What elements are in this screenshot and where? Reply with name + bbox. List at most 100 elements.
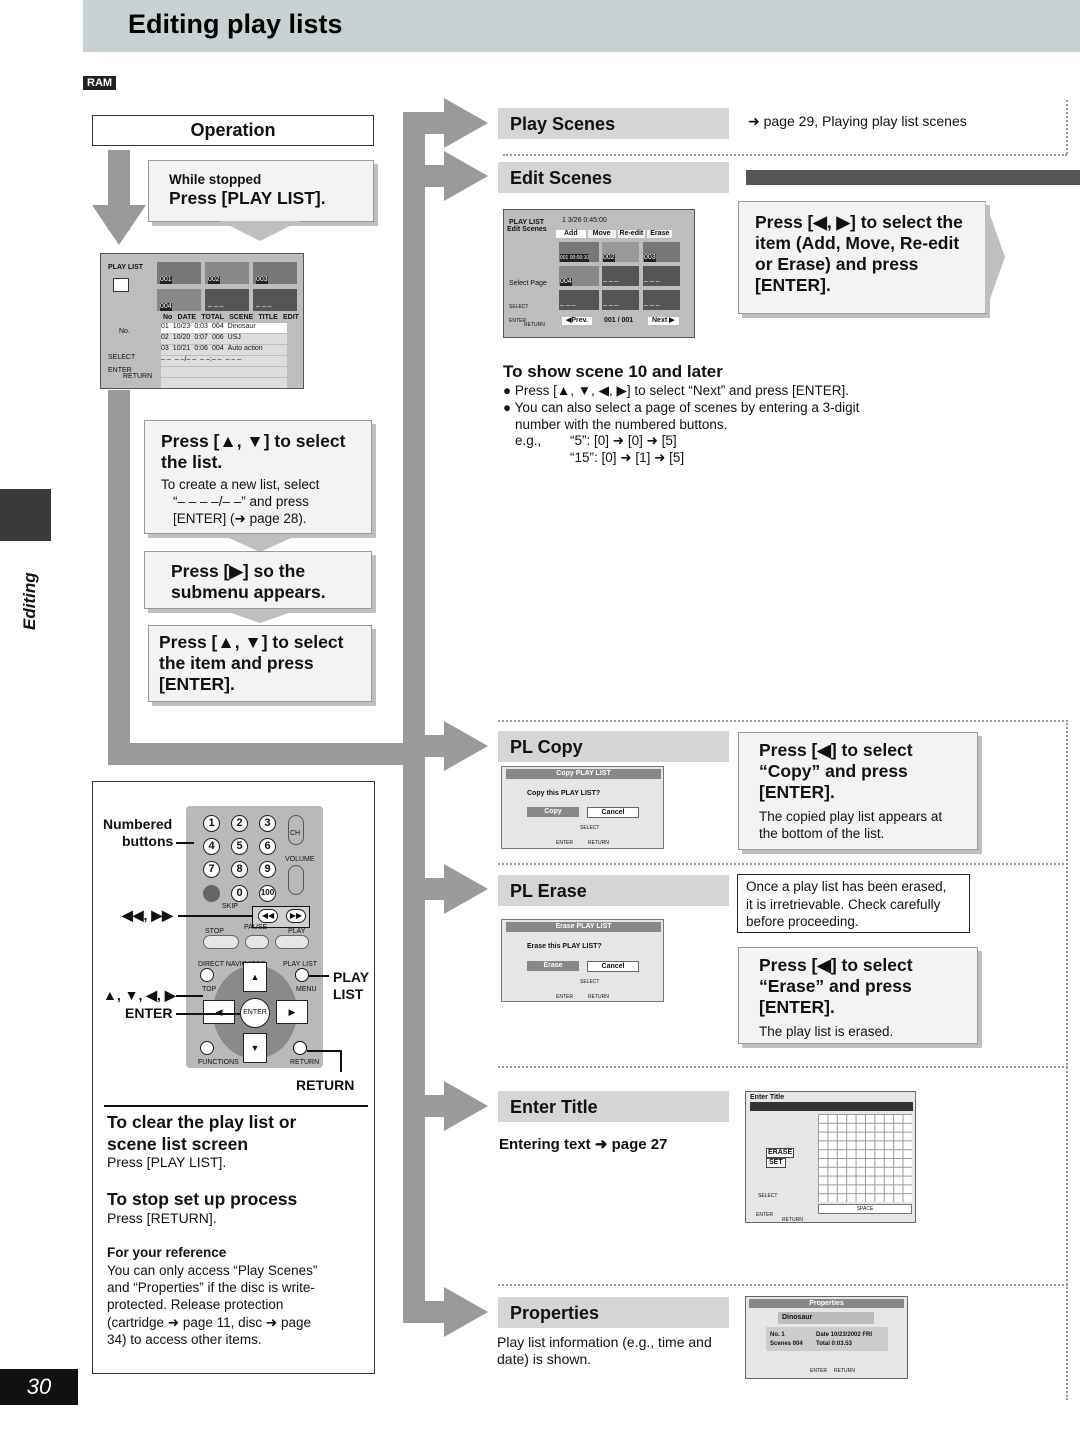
divider [104,1105,368,1107]
key-8[interactable]: 8 [231,861,248,878]
label-play: PLAY [333,969,370,985]
sep-3 [498,863,1068,865]
set-key[interactable]: SET [766,1158,786,1168]
pl-erase-note: The play list is erased. [759,1024,894,1039]
step-2-pointer [220,534,300,552]
key-5[interactable]: 5 [231,838,248,855]
arrow-edit-scenes [444,151,488,201]
return-button[interactable] [293,1041,307,1055]
show10-b2: ● You can also select a page of scenes b… [503,400,860,415]
key-1[interactable]: 1 [203,815,220,832]
sep-4 [498,1066,1068,1068]
key-6[interactable]: 6 [259,838,276,855]
header-bar [83,0,1080,52]
edit-thumb-8[interactable]: – – – [602,290,639,310]
right-arrow-button[interactable]: ▶ [276,1000,308,1024]
section-label: Editing [20,572,39,630]
volume-rocker[interactable] [288,865,304,895]
edit-thumb-9[interactable]: – – – [643,290,680,310]
flow-pipe-main [403,118,425,1318]
erase-cancel-button[interactable]: Cancel [587,961,639,972]
playlist-screen-title: PLAY LIST [108,264,144,271]
direct-navigator-label: DIRECT NAVIGATOR [198,961,266,968]
pause-button[interactable] [245,935,269,949]
properties-enter-label: ENTER [810,1368,827,1374]
edit-thumb-6[interactable]: – – – [643,266,680,286]
pl-erase-instruction: Press [◀] to select “Erase” and press [E… [738,947,978,1044]
edit-thumb-7[interactable]: – – – [559,290,599,310]
skip-forward-button[interactable]: ▶▶ [286,909,306,923]
pl-erase-label: PL Erase [498,875,729,906]
properties-no: No. 1 [770,1332,785,1338]
key-3[interactable]: 3 [259,815,276,832]
skip-back-button[interactable]: ◀◀ [258,909,278,923]
edit-thumb-4[interactable]: 004 [559,266,599,286]
edit-thumb-2[interactable]: 002 [602,242,639,262]
key-4[interactable]: 4 [203,838,220,855]
title-select-label: SELECT [758,1193,778,1199]
thumb-1: 001 [157,262,201,284]
leader-return-h [307,1050,341,1052]
up-arrow-button[interactable]: ▲ [243,962,267,992]
prev-button[interactable]: ◀Prev. [562,317,592,325]
playlist-screen: PLAY LIST 001 002 003 004 – – – – – – No… [100,253,304,389]
key-0[interactable]: 0 [231,885,248,902]
tab-add[interactable]: Add [556,230,586,238]
step-2-main: Press [▲, ▼] to select the list. [161,431,346,472]
copy-cancel-button[interactable]: Cancel [587,807,639,818]
play-button[interactable] [275,935,309,949]
copy-enter-label: ENTER [556,840,573,846]
arrow-enter-title [444,1081,488,1131]
select-label: SELECT [108,354,136,361]
ch-rocker[interactable] [288,815,304,845]
key-7[interactable]: 7 [203,861,220,878]
properties-name: Dinosaur [778,1312,874,1324]
erase-confirm-button[interactable]: Erase [527,961,579,971]
edit-thumb-1[interactable]: 001 00:00:10 [559,242,599,262]
play-list-button[interactable] [295,968,309,982]
step-3: Press [▶] so the submenu appears. [144,551,372,609]
pl-copy-note2: the bottom of the list. [759,826,885,841]
next-button[interactable]: Next ▶ [648,317,679,325]
enter-button[interactable]: ENTER [240,998,270,1028]
branch-pl-erase [403,878,448,900]
cancel-key[interactable] [203,885,220,902]
down-arrow-button[interactable]: ▼ [243,1033,267,1063]
tab-move[interactable]: Move [587,230,616,238]
enter-label: ENTER [108,367,132,374]
label-buttons: buttons [122,833,174,849]
functions-button[interactable] [200,1041,214,1055]
properties-return-label: RETURN [834,1368,855,1374]
copy-confirm-button[interactable]: Copy [527,807,579,817]
edit-scenes-label: Edit Scenes [498,162,729,193]
edit-thumb-5[interactable]: – – – [602,266,639,286]
operation-title: Operation [92,115,374,146]
title-input-field[interactable] [750,1102,913,1111]
ref-title: For your reference [107,1245,227,1260]
edit-thumb-3[interactable]: 003 [643,242,680,262]
return-label: RETURN [123,373,153,380]
stop-button[interactable] [203,935,239,949]
arrow-properties [444,1287,488,1337]
select-page-label: Select Page [509,280,547,287]
pl-copy-note1: The copied play list appears at [759,809,943,824]
tab-re-edit[interactable]: Re-edit [617,230,646,238]
direct-navigator-button[interactable] [200,968,214,982]
left-arrow-button[interactable]: ◀ [203,1000,235,1024]
properties-scenes: Scenes 004 [770,1341,803,1347]
erase-screen: Erase PLAY LIST Erase this PLAY LIST? Er… [501,919,664,1002]
key-100[interactable]: 100 [259,885,276,902]
erase-key[interactable]: ERASE [766,1148,795,1158]
step-3-pointer [220,609,300,623]
leader-arrows [176,995,203,997]
tab-erase[interactable]: Erase [647,230,673,238]
key-9[interactable]: 9 [259,861,276,878]
space-key[interactable]: SPACE [818,1204,912,1214]
character-grid[interactable] [818,1114,912,1202]
thumb-4: 004 [157,289,201,311]
key-2[interactable]: 2 [231,815,248,832]
playlist-row-4[interactable]: – –– –/– –– –:– –– – – [161,356,287,366]
